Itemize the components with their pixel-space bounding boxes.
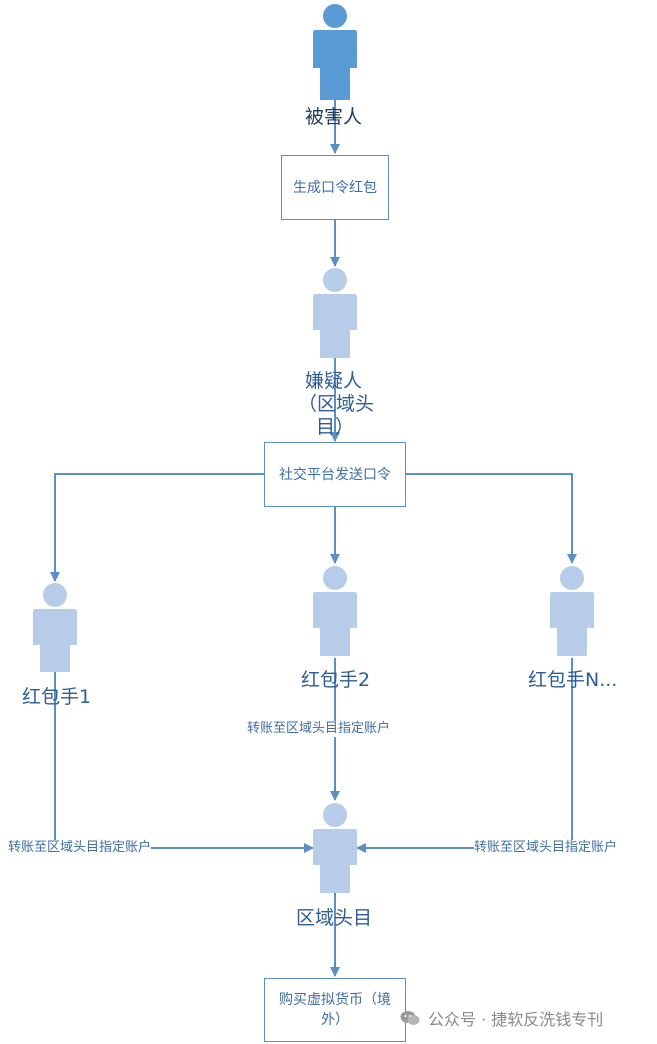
person-icon xyxy=(550,566,594,656)
edge-hand1-to-head xyxy=(54,670,314,853)
handN-label: 红包手N... xyxy=(528,669,618,691)
transfer-label-middle: 转账至区域头目指定账户 xyxy=(247,721,391,737)
buy-virtual-currency-box: 购买虚拟货币（境 外） xyxy=(264,978,406,1042)
regional-head-label: 区域头目 xyxy=(296,907,373,929)
generate-red-packet-box: 生成口令红包 xyxy=(281,155,389,220)
buy-box-line1: 购买虚拟货币（境 xyxy=(279,992,391,1008)
transfer-label-left: 转账至区域头目指定账户 xyxy=(8,840,152,856)
hand1-label: 红包手1 xyxy=(22,686,92,708)
suspect-label-line1: 嫌疑人 xyxy=(305,370,363,392)
suspect-label-line3: 目） xyxy=(316,416,355,438)
social-platform-box: 社交平台发送口令 xyxy=(264,442,406,507)
suspect-label-line2: （区域头 xyxy=(298,393,375,415)
person-icon xyxy=(313,268,357,358)
watermark: 公众号 · 捷软反洗钱专刊 xyxy=(400,1006,603,1030)
wechat-icon xyxy=(400,1011,420,1025)
hand2-label: 红包手2 xyxy=(301,669,371,691)
person-icon xyxy=(33,583,77,672)
person-icon xyxy=(313,566,357,656)
watermark-text: 公众号 · 捷软反洗钱专刊 xyxy=(428,1010,604,1029)
transfer-label-right: 转账至区域头目指定账户 xyxy=(474,840,618,856)
person-icon xyxy=(313,4,357,100)
edge-social-to-handN xyxy=(406,473,577,564)
victim-label: 被害人 xyxy=(305,106,363,128)
buy-box-line2: 外） xyxy=(321,1012,349,1028)
edge-social-to-hand1 xyxy=(50,473,264,582)
person-icon xyxy=(313,803,357,893)
